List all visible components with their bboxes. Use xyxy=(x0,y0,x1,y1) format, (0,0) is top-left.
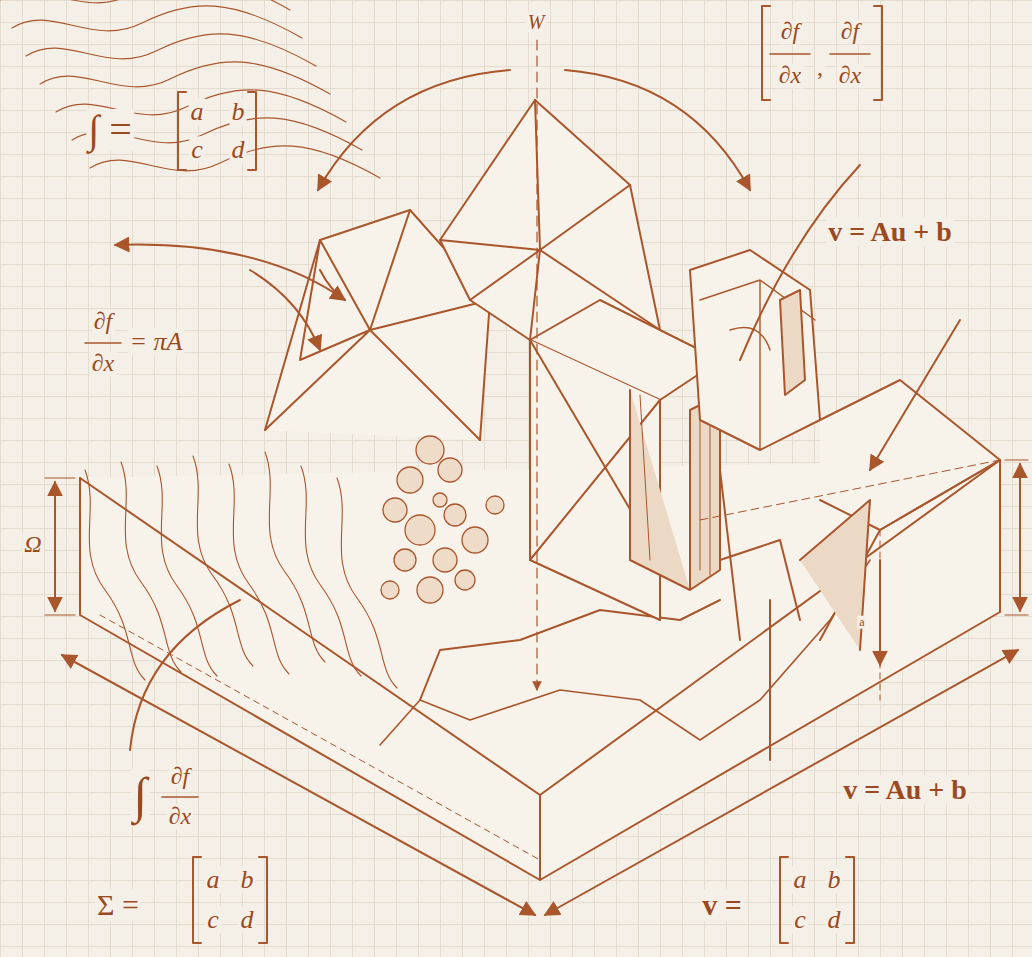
math-label: = πA xyxy=(128,328,185,355)
math-label: d xyxy=(826,906,843,933)
math-label: c xyxy=(189,136,205,163)
math-label: a xyxy=(792,866,809,893)
math-label: a xyxy=(857,616,866,629)
math-label: b xyxy=(826,866,843,893)
math-label: v = Au + b xyxy=(841,775,969,804)
math-label: v = Au + b xyxy=(826,217,954,246)
math-label: Σ = xyxy=(95,889,141,921)
math-label: d xyxy=(239,906,256,933)
math-label: b xyxy=(230,98,247,125)
math-label: v = xyxy=(700,889,744,921)
math-label: b xyxy=(239,866,256,893)
math-label: W xyxy=(526,12,547,33)
math-label: c xyxy=(205,906,221,933)
math-label: Ω xyxy=(22,532,43,557)
math-label: ∂x xyxy=(90,351,117,376)
math-label: ∂f xyxy=(839,19,862,44)
math-label: ∫ = xyxy=(86,109,134,151)
math-label: , xyxy=(815,55,825,80)
math-label: ∫ xyxy=(131,769,149,822)
math-label: ∂f xyxy=(169,764,192,789)
math-label: ∂x xyxy=(777,63,804,88)
math-label: a xyxy=(205,866,222,893)
math-label: d xyxy=(230,136,247,163)
math-label: c xyxy=(792,906,808,933)
math-label: ∂f xyxy=(779,19,802,44)
math-label: a xyxy=(189,98,206,125)
math-label: ∂x xyxy=(837,63,864,88)
math-label: ∂x xyxy=(167,804,194,829)
math-label: ∂f xyxy=(92,309,115,334)
